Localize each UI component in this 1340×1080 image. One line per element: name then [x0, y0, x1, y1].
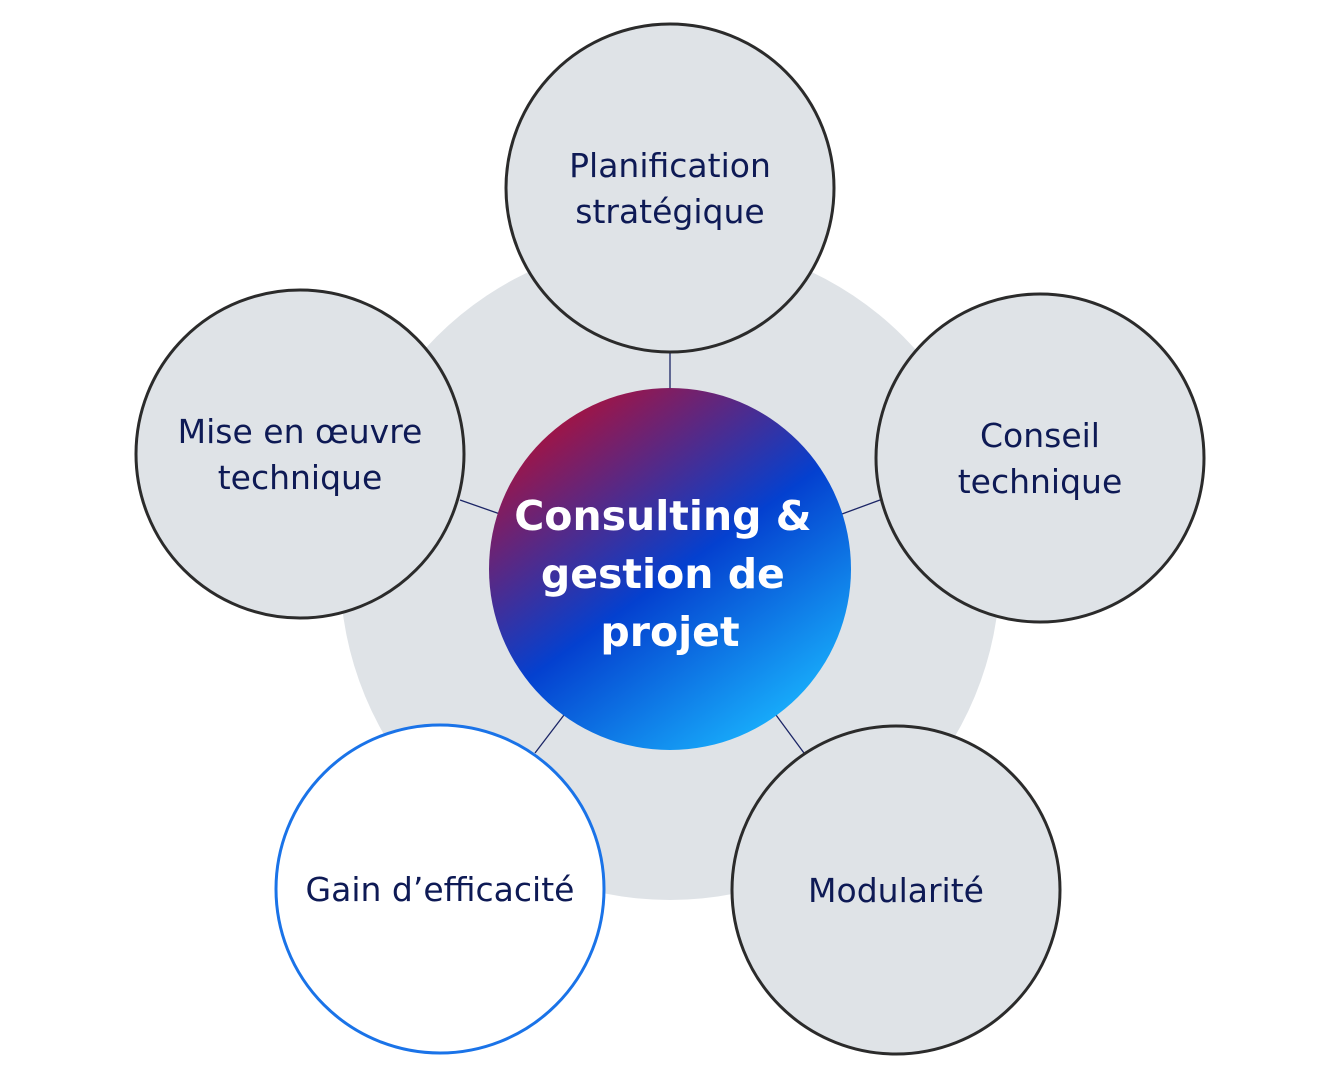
node-label: Gain d’efficacité	[306, 870, 575, 909]
node-gain: Gain d’efficacité	[274, 723, 606, 1055]
center-label: Consulting & gestion de projet	[514, 492, 826, 656]
node-circle	[504, 22, 836, 354]
connectors	[459, 352, 881, 754]
center-node: Consulting & gestion de projet	[489, 388, 851, 750]
node-modularite: Modularité	[730, 724, 1062, 1056]
node-circle	[874, 292, 1206, 624]
node-circle	[730, 724, 1062, 1056]
node-circle	[274, 723, 606, 1055]
node-circle	[134, 288, 466, 620]
node-label: Modularité	[808, 871, 984, 910]
